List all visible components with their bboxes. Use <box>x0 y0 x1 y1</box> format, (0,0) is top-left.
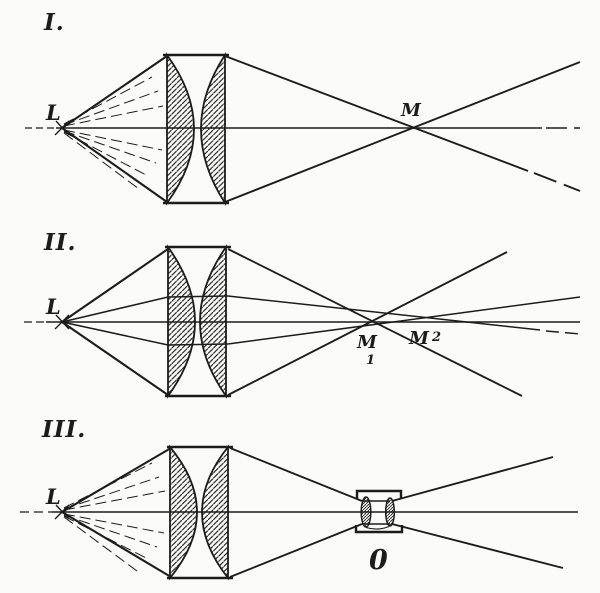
source-label: L <box>45 484 61 509</box>
ocular-assembly <box>354 489 404 534</box>
lens-doublet <box>165 244 231 399</box>
ocular-bracket-bottom <box>354 525 404 534</box>
ray-upper-diverging <box>391 456 554 502</box>
ray-upper-incident <box>61 55 168 129</box>
ray-lower-converging <box>229 523 363 578</box>
ocular-barrel-edge <box>365 525 390 530</box>
focus-label-M2-index: 2 <box>431 330 441 345</box>
ray-marginal-upper-refracted <box>227 248 523 397</box>
focus-label-M: M <box>400 100 422 121</box>
ocular-lens-right <box>384 497 396 527</box>
lens-element-right <box>199 244 227 399</box>
ocular-label-O: 0 <box>369 545 388 576</box>
panel-3-numeral: III. <box>41 416 86 443</box>
ocular-bracket-top <box>355 489 403 499</box>
source-label: L <box>45 100 61 125</box>
focus-label-M1-index: 1 <box>366 353 375 368</box>
ray-lower-refracted <box>224 61 581 203</box>
panel-1: I. L <box>25 9 581 207</box>
lens-element-right <box>201 444 229 581</box>
panel-2-numeral: II. <box>43 229 77 256</box>
faint-rays <box>63 462 166 572</box>
ray-lower-incident <box>61 127 168 203</box>
refracted-rays <box>227 248 581 397</box>
ocular-lens-left <box>360 496 372 528</box>
lens-element-left <box>169 444 198 581</box>
focus-label-M1: M <box>356 332 378 353</box>
ray-lower-incident <box>61 511 172 578</box>
ray-paraxial-upper-refracted <box>227 295 541 331</box>
lens-doublet <box>167 444 233 581</box>
focus-label-M2: M <box>408 328 430 349</box>
lens-doublet <box>163 51 229 207</box>
source-label: L <box>45 294 61 319</box>
lens-element-left <box>166 52 195 206</box>
ray-upper-incident <box>61 447 172 513</box>
panel-1-numeral: I. <box>43 9 65 36</box>
ray-paraxial-lower-refracted <box>227 296 581 345</box>
panel-3: III. L <box>20 416 578 581</box>
ray-lower-diverging <box>391 523 564 569</box>
ray-marginal-lower-incident <box>61 321 169 396</box>
lens-element-right <box>200 51 226 207</box>
ray-marginal-lower-refracted <box>227 251 508 396</box>
ray-marginal-upper-incident <box>61 248 169 323</box>
ray-upper-converging <box>229 447 363 502</box>
ray-upper-refracted-dashes <box>533 172 581 192</box>
ray-paraxial-upper-refracted-dashes <box>545 330 581 335</box>
panel-2: II. L M 1 <box>24 229 581 399</box>
ray-upper-refracted <box>224 55 529 172</box>
lens-element-left <box>167 244 196 399</box>
